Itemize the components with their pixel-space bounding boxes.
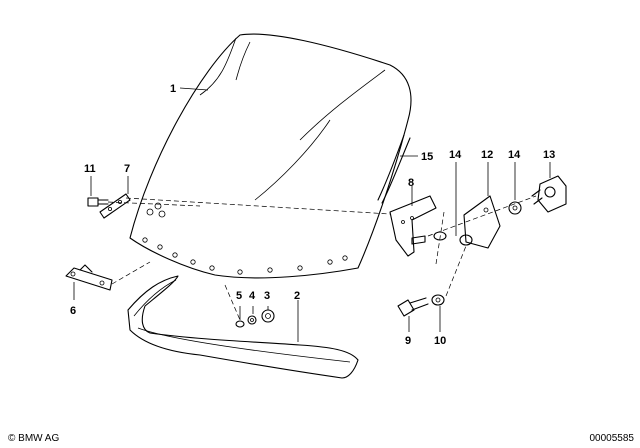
- washer-14-right[interactable]: [508, 201, 522, 215]
- callout-4: 4: [249, 290, 256, 302]
- part-5-washer[interactable]: [235, 320, 245, 328]
- copyright-brand: © BMW AG: [8, 433, 60, 444]
- callout-5: 5: [236, 290, 242, 302]
- callout-14-left: 14: [449, 149, 462, 161]
- windshield[interactable]: [129, 33, 412, 279]
- leader-lines: [73, 87, 551, 342]
- callout-9: 9: [405, 335, 411, 347]
- holder-bracket-8[interactable]: [389, 195, 437, 257]
- callout-1: 1: [170, 83, 176, 95]
- screw-11[interactable]: [87, 197, 109, 207]
- callout-11: 11: [84, 163, 96, 175]
- callout-labels: 1 2 3 4 5 6 7 8 9 10 11 12 13 14 14 15: [70, 83, 555, 347]
- callout-3: 3: [264, 290, 270, 302]
- bracket-12[interactable]: [459, 195, 501, 249]
- callout-15: 15: [421, 151, 433, 163]
- callout-10: 10: [434, 335, 446, 347]
- callout-13: 13: [543, 149, 555, 161]
- lower-seal[interactable]: [127, 275, 359, 379]
- knob-13[interactable]: [531, 175, 567, 213]
- document-number: 00005585: [589, 433, 635, 444]
- callout-14-right: 14: [508, 149, 521, 161]
- edge-seal-strip[interactable]: [377, 134, 411, 204]
- washer-10[interactable]: [431, 294, 445, 306]
- callout-2: 2: [294, 290, 300, 302]
- assembly-lines: [107, 195, 537, 321]
- callout-8: 8: [408, 177, 414, 189]
- part-3-spacer[interactable]: [261, 309, 275, 323]
- callout-12: 12: [481, 149, 493, 161]
- callout-6: 6: [70, 305, 76, 317]
- screw-9[interactable]: [397, 297, 429, 317]
- part-4-nut[interactable]: [247, 315, 257, 325]
- callout-7: 7: [124, 163, 130, 175]
- left-mounting-plate[interactable]: [65, 264, 113, 291]
- bracket-7[interactable]: [99, 193, 131, 219]
